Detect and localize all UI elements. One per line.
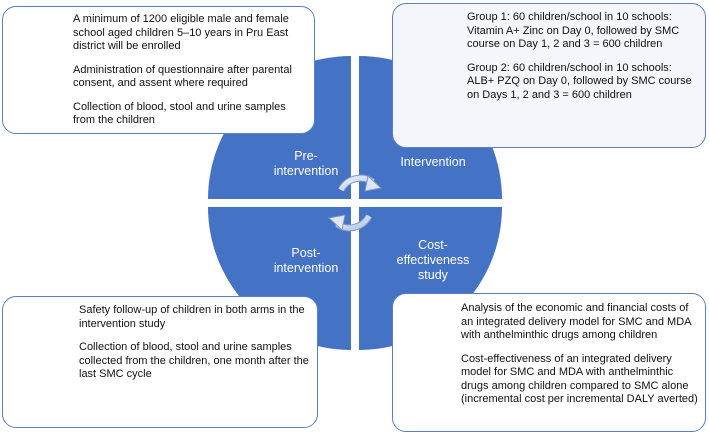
pre-line2: intervention <box>273 164 339 178</box>
group1-text: Group 1: 60 children/school in 10 school… <box>467 11 680 50</box>
safety-followup-text: Safety follow-up of children in both arm… <box>79 304 305 330</box>
pre-intervention-details-box: A minimum of 1200 eligible male and fema… <box>2 6 315 134</box>
cost-line2: effectiveness <box>396 253 470 267</box>
cost-effectiveness-details-box: Analysis of the economic and financial c… <box>392 293 706 432</box>
label-cost-effectiveness: Cost- effectiveness study <box>388 238 478 283</box>
post-line2: intervention <box>273 261 339 275</box>
label-pre-intervention: Pre- intervention <box>262 149 350 179</box>
cost-line3: study <box>418 268 448 282</box>
sample-collection-text: Collection of blood, stool and urine sam… <box>73 100 286 127</box>
pre-line1: Pre- <box>294 149 318 163</box>
questionnaire-text: Administration of questionnaire after pa… <box>73 63 292 90</box>
intervention-details-box: Group 1: 60 children/school in 10 school… <box>392 3 706 148</box>
cost-line1: Cost- <box>418 238 448 252</box>
label-post-intervention: Post- intervention <box>262 246 350 276</box>
cost-analysis-text: Analysis of the economic and financial c… <box>461 302 691 341</box>
cycle-arrows-icon <box>327 174 383 232</box>
group2-text: Group 2: 60 children/school in 10 school… <box>467 61 692 101</box>
label-intervention: Intervention <box>400 155 466 169</box>
enrollment-text: A minimum of 1200 eligible male and fema… <box>73 13 289 52</box>
post-line1: Post- <box>291 246 321 260</box>
cost-effectiveness-text: Cost-effectiveness of an integrated deli… <box>461 352 698 406</box>
followup-sample-text: Collection of blood, stool and urine sam… <box>79 341 309 380</box>
post-intervention-details-box: Safety follow-up of children in both arm… <box>2 296 318 428</box>
